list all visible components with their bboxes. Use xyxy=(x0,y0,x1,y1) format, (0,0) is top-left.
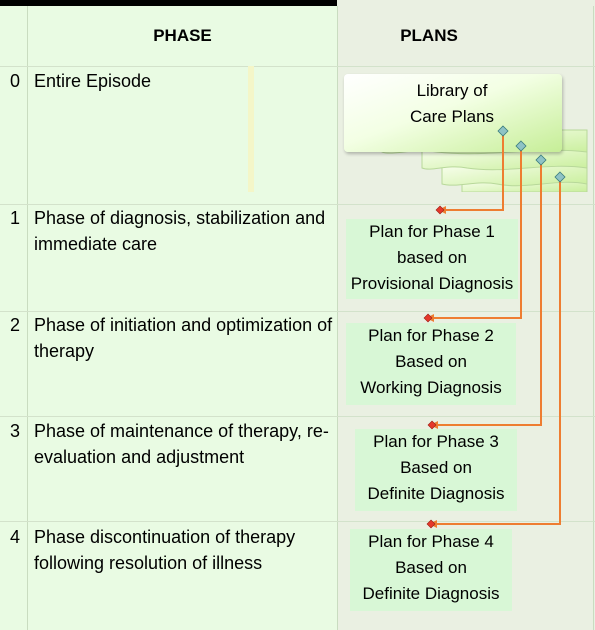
diamond-marker-red xyxy=(423,313,433,323)
diamond-marker-red xyxy=(426,519,436,529)
phase-header: PHASE xyxy=(153,26,212,45)
arrowheads xyxy=(426,206,446,528)
row-number: 2 xyxy=(10,315,21,335)
row-number: 3 xyxy=(10,421,21,441)
diamond-marker-red xyxy=(435,205,445,215)
top-border xyxy=(0,0,337,6)
plan-phase-1-box: Plan for Phase 1 based on Provisional Di… xyxy=(346,219,518,299)
plan-phase-2-box: Plan for Phase 2 Based on Working Diagno… xyxy=(346,323,516,405)
plan-line: Definite Diagnosis xyxy=(362,584,500,603)
diamond-marker xyxy=(554,171,566,183)
phase-text: Phase of diagnosis, stabilization and im… xyxy=(34,208,326,254)
library-right-edge xyxy=(248,66,254,192)
connector-arrow-2 xyxy=(434,147,522,319)
column-divider xyxy=(337,6,338,630)
diamond-marker-red xyxy=(427,420,437,430)
plan-line: Definite Diagnosis xyxy=(367,484,505,503)
plan-line: Working Diagnosis xyxy=(360,378,502,397)
column-divider xyxy=(593,6,594,630)
row-number: 1 xyxy=(10,208,21,228)
plan-line: Provisional Diagnosis xyxy=(350,274,514,293)
connector-arrow-1 xyxy=(446,132,504,211)
plan-line: Based on xyxy=(395,558,467,577)
phase-text: Entire Episode xyxy=(34,71,152,91)
care-plan-library: Library of Care Plans xyxy=(342,66,590,192)
plan-line: Based on xyxy=(395,352,467,371)
plan-line: based on xyxy=(397,248,467,267)
plan-line: Based on xyxy=(400,458,472,477)
plan-line: Plan for Phase 3 xyxy=(373,432,499,451)
row-divider xyxy=(0,204,595,205)
plan-line: Plan for Phase 1 xyxy=(369,222,495,241)
row-divider xyxy=(0,66,595,67)
connector-arrow-4 xyxy=(437,178,561,525)
diamond-marker xyxy=(515,140,527,152)
library-label: Library of Care Plans xyxy=(362,78,542,130)
column-divider xyxy=(27,6,28,630)
plan-line: Plan for Phase 4 xyxy=(368,532,494,551)
source-diamonds xyxy=(497,125,566,183)
phase-text: Phase discontinuation of therapy followi… xyxy=(34,527,296,573)
plan-phase-4-box: Plan for Phase 4 Based on Definite Diagn… xyxy=(350,529,512,611)
connector-lines xyxy=(434,132,561,525)
phase-text: Phase of maintenance of therapy, re-eval… xyxy=(34,421,329,467)
connector-arrow-3 xyxy=(438,160,542,426)
plan-line: Plan for Phase 2 xyxy=(368,326,494,345)
row-divider xyxy=(0,311,595,312)
library-label-line: Library of xyxy=(416,81,488,100)
row-number: 4 xyxy=(10,527,21,547)
row-number: 0 xyxy=(10,71,21,91)
diamond-marker xyxy=(497,125,509,137)
library-label-line: Care Plans xyxy=(409,107,495,126)
target-diamonds xyxy=(423,205,445,529)
row-divider xyxy=(0,521,595,522)
phase-text: Phase of initiation and optimization of … xyxy=(34,315,333,361)
diamond-marker xyxy=(535,154,547,166)
phase-column xyxy=(0,0,337,630)
plans-header: PLANS xyxy=(400,26,458,45)
row-divider xyxy=(0,416,595,417)
plan-phase-3-box: Plan for Phase 3 Based on Definite Diagn… xyxy=(355,429,517,511)
library-front-card xyxy=(344,74,562,152)
